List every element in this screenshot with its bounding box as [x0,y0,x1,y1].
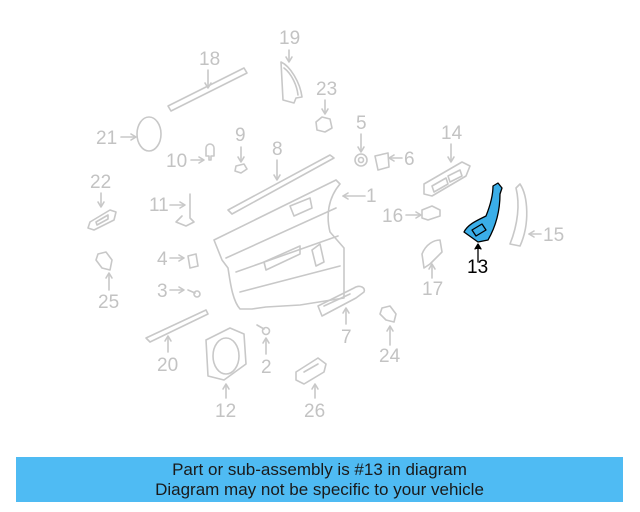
part-23-clip [315,99,333,133]
part-7-handle-bezel [317,285,366,325]
part-5-grommet [354,133,368,167]
callout-20: 20 [157,355,179,376]
part-8-belt-molding [227,154,335,215]
part-19-trim [280,49,303,104]
callout-18: 18 [199,49,221,70]
part-24-pad [379,305,397,346]
parts-diagram: 18 19 23 21 10 9 8 5 6 14 1 16 15 13 17 … [87,28,565,422]
callout-13-highlighted: 13 [467,257,489,278]
part-3-screw [169,286,201,298]
info-banner: Part or sub-assembly is #13 in diagram D… [16,457,623,502]
callout-26: 26 [304,401,326,422]
callout-2: 2 [261,357,272,378]
callout-5: 5 [356,113,367,134]
part-22-handle-bezel [87,192,117,231]
part-13-pull-handle [463,182,503,263]
callout-4: 4 [157,249,168,270]
part-6-bracket [374,152,403,171]
part-10-pin [190,143,215,164]
part-18-molding [167,67,248,112]
callout-25: 25 [98,292,120,313]
callout-14: 14 [441,123,463,144]
part-12-speaker-bracket [205,327,247,399]
part-14-switch-bezel [423,143,471,197]
callout-24: 24 [379,346,401,367]
part-21-seal [120,116,162,152]
part-11-rod [169,193,195,227]
part-4-clip [169,253,199,269]
callout-12: 12 [215,401,237,422]
callout-19: 19 [279,28,301,49]
part-17-cover [421,239,443,279]
callout-7: 7 [341,327,352,348]
callout-23: 23 [316,79,338,100]
callout-15: 15 [543,225,565,246]
banner-part-line: Part or sub-assembly is #13 in diagram [172,460,467,479]
part-26-clip [295,357,327,399]
part-1-door-trim-panel [213,179,366,310]
part-15-trim [509,183,542,247]
part-16-switch [405,205,441,221]
part-20-sill-strip [145,309,209,353]
callout-17: 17 [422,279,444,300]
callout-8: 8 [272,139,283,160]
callout-1: 1 [366,186,377,207]
part-25-pad [95,251,113,291]
callout-10: 10 [166,151,188,172]
banner-disclaimer-line: Diagram may not be specific to your vehi… [155,480,484,499]
part-2-screw [256,324,271,355]
callout-11: 11 [149,195,169,216]
callout-9: 9 [235,125,246,146]
callout-22: 22 [90,172,112,193]
callout-3: 3 [157,281,168,302]
callout-21: 21 [96,128,118,149]
parts-drawing [87,49,542,399]
callout-6: 6 [404,149,415,170]
part-9-clip [234,146,248,174]
callout-16: 16 [382,206,404,227]
